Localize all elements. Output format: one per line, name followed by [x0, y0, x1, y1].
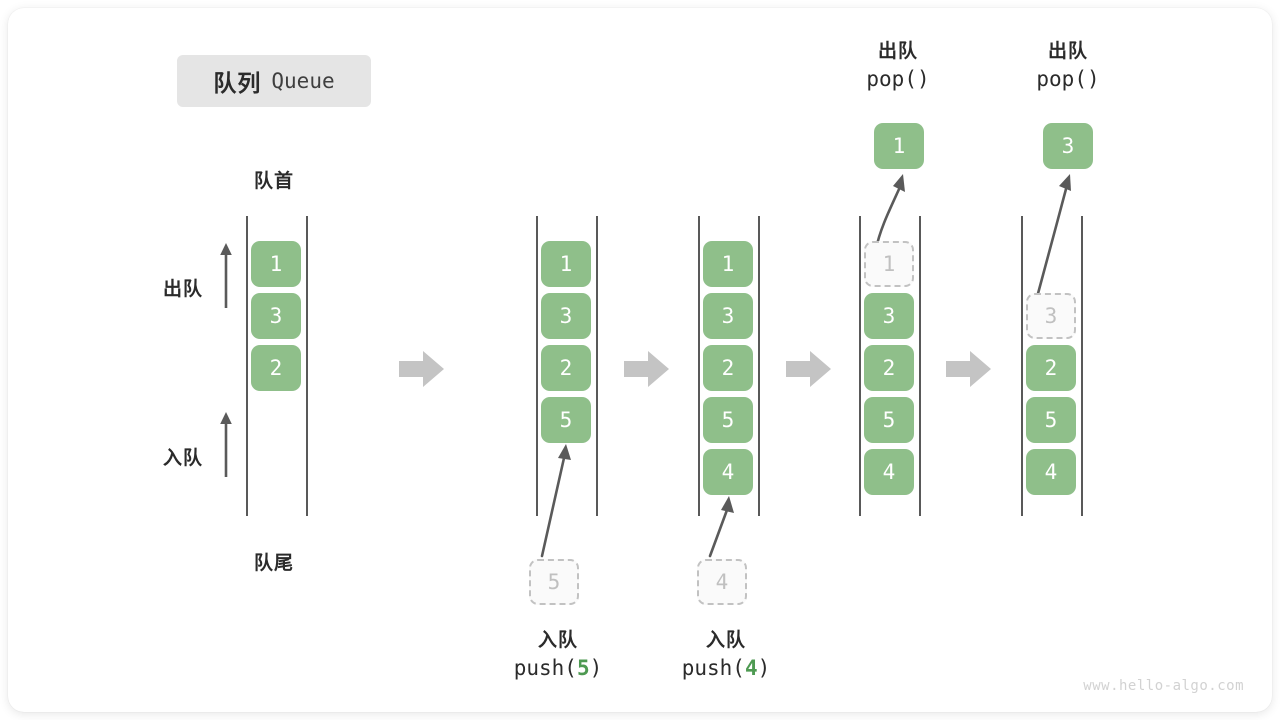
dequeue-direction-label: 出队	[162, 279, 203, 300]
queue-cell: 4	[864, 449, 914, 495]
queue-rail-left-3	[698, 216, 700, 516]
incoming-ghost-cell: 4	[697, 559, 747, 605]
push-caption-code: push(4)	[636, 654, 816, 682]
queue-cell: 3	[251, 293, 301, 339]
queue-cell: 4	[1026, 449, 1076, 495]
queue-rail-right-1	[306, 216, 308, 516]
queue-rail-right-2	[596, 216, 598, 516]
enqueue-direction-label: 入队	[162, 448, 203, 469]
queue-cell: 5	[864, 397, 914, 443]
diagram-card: 队列 Queue 队首 队尾 出队 入队 1 3 2 1 3 2 5	[8, 8, 1272, 712]
step-arrow-icon	[946, 349, 992, 389]
pop-caption-3: 出队 pop()	[988, 39, 1148, 93]
queue-cell-new: 4	[703, 449, 753, 495]
pop-arrow-3	[1018, 171, 1088, 303]
queue-rail-left-2	[536, 216, 538, 516]
queue-rail-right-4	[919, 216, 921, 516]
popped-cell: 3	[1043, 123, 1093, 169]
queue-rail-left-4	[859, 216, 861, 516]
pop-arrow-1	[858, 171, 918, 251]
dequeue-direction-arrow	[216, 242, 236, 308]
queue-cell: 3	[864, 293, 914, 339]
queue-rail-left-5	[1021, 216, 1023, 516]
popped-ghost-cell: 3	[1026, 293, 1076, 339]
push-caption-cn: 入队	[705, 630, 746, 651]
push-fn-arg: 5	[576, 655, 590, 680]
queue-cell-new: 5	[541, 397, 591, 443]
queue-cell: 1	[703, 241, 753, 287]
queue-cell: 1	[251, 241, 301, 287]
queue-rail-right-3	[758, 216, 760, 516]
queue-cell: 5	[703, 397, 753, 443]
queue-cell: 2	[541, 345, 591, 391]
push-caption-code: push(5)	[468, 654, 648, 682]
queue-cell: 2	[703, 345, 753, 391]
pop-caption-1: 出队 pop()	[818, 39, 978, 93]
pop-caption-code: pop()	[1036, 66, 1100, 91]
popped-cell: 1	[874, 123, 924, 169]
queue-cell: 2	[251, 345, 301, 391]
pop-caption-cn: 出队	[1047, 41, 1088, 62]
site-watermark: www.hello-algo.com	[1083, 678, 1244, 694]
queue-cell: 2	[864, 345, 914, 391]
queue-cell: 5	[1026, 397, 1076, 443]
queue-cell: 3	[703, 293, 753, 339]
queue-cell: 2	[1026, 345, 1076, 391]
title-cn: 队列	[213, 70, 262, 96]
push-fn-name: push(	[513, 655, 577, 680]
title-en: Queue	[271, 69, 335, 93]
queue-rail-left-1	[246, 216, 248, 516]
push-fn-end: )	[757, 655, 771, 680]
enqueue-direction-arrow	[216, 411, 236, 477]
queue-rail-right-5	[1081, 216, 1083, 516]
pop-caption-cn: 出队	[877, 41, 918, 62]
queue-cell: 3	[541, 293, 591, 339]
queue-tail-label: 队尾	[253, 553, 294, 574]
incoming-ghost-cell: 5	[529, 559, 579, 605]
pop-caption-code: pop()	[866, 66, 930, 91]
queue-cell: 1	[541, 241, 591, 287]
step-arrow-icon	[624, 349, 670, 389]
push-caption-4: 入队 push(4)	[636, 628, 816, 682]
push-fn-name: push(	[681, 655, 745, 680]
push-caption-cn: 入队	[537, 630, 578, 651]
push-arrow-4	[696, 492, 756, 558]
popped-ghost-cell: 1	[864, 241, 914, 287]
queue-head-label: 队首	[253, 171, 294, 192]
push-arrow-5	[528, 440, 588, 558]
push-fn-arg: 4	[744, 655, 758, 680]
push-fn-end: )	[589, 655, 603, 680]
diagram-title-badge: 队列 Queue	[177, 55, 371, 107]
step-arrow-icon	[399, 349, 445, 389]
push-caption-5: 入队 push(5)	[468, 628, 648, 682]
step-arrow-icon	[786, 349, 832, 389]
